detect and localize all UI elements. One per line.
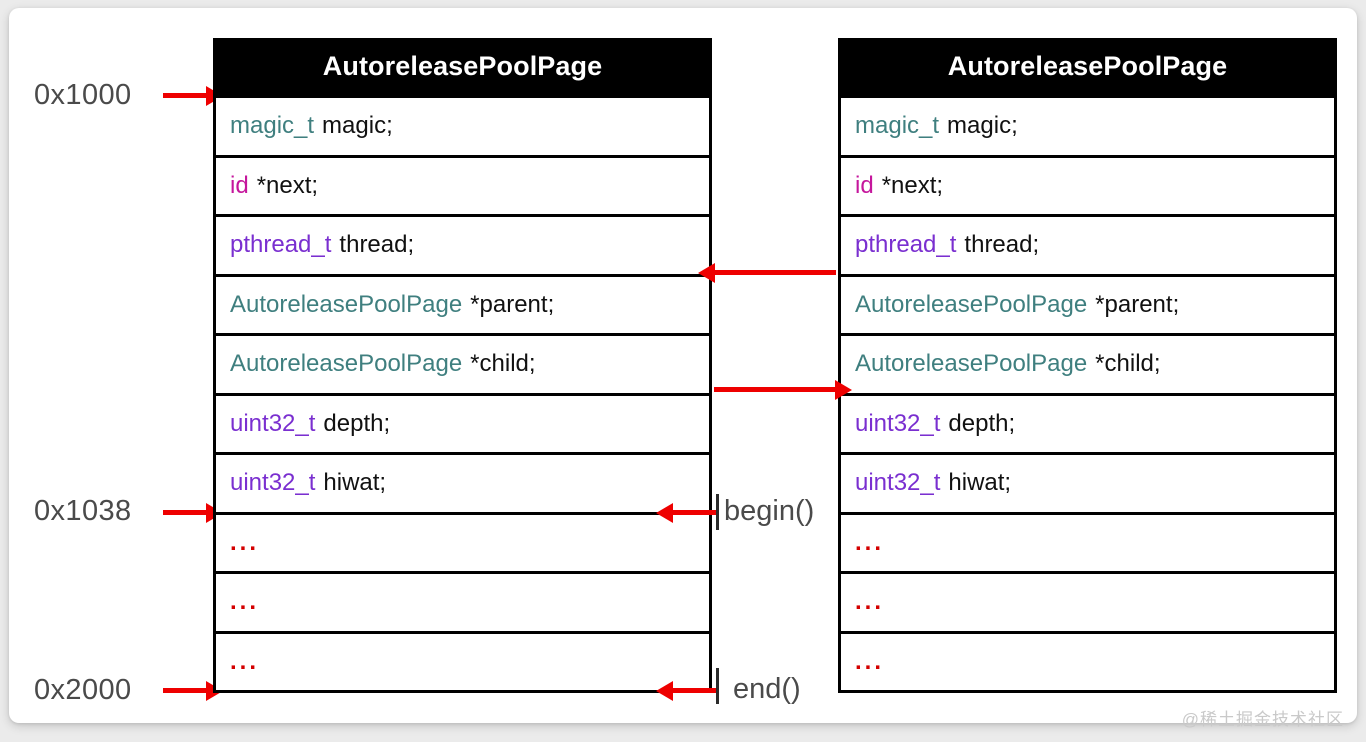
table-row: AutoreleasePoolPage *child; — [216, 333, 709, 393]
arrow-end-icon — [656, 680, 716, 701]
table-row: ... — [841, 511, 1334, 572]
field-ellipsis: ... — [855, 647, 885, 675]
arrow-address-0x2000-icon — [163, 680, 223, 701]
table-row: ... — [216, 571, 709, 631]
end-tick-icon — [716, 668, 719, 704]
field-ellipsis: ... — [230, 588, 260, 616]
field-name: depth; — [948, 409, 1016, 437]
table-row: magic_t magic; — [216, 95, 709, 155]
field-type: AutoreleasePoolPage — [855, 290, 1088, 318]
table-row: uint32_t depth; — [841, 392, 1334, 453]
table-row: ... — [841, 571, 1334, 631]
watermark: @稀土掘金技术社区 — [1181, 710, 1344, 729]
field-type: AutoreleasePoolPage — [230, 290, 463, 318]
field-ellipsis: ... — [855, 588, 885, 616]
address-label-0x1038: 0x1038 — [34, 495, 132, 527]
field-type: uint32_t — [855, 469, 941, 497]
arrow-address-0x1038-icon — [163, 502, 223, 523]
begin-label: begin() — [724, 495, 815, 527]
arrow-parent-link-icon — [698, 262, 836, 283]
field-name: *next; — [256, 171, 319, 199]
field-type: id — [230, 171, 249, 199]
field-ellipsis: ... — [230, 647, 260, 675]
autoreleasepoolpage-table-left: AutoreleasePoolPage magic_t magic; id *n… — [213, 38, 712, 693]
field-type: magic_t — [855, 112, 940, 140]
begin-tick-icon — [716, 494, 719, 530]
field-ellipsis: ... — [230, 528, 260, 556]
field-type: magic_t — [230, 112, 315, 140]
table-row: pthread_t thread; — [841, 214, 1334, 274]
field-type: pthread_t — [855, 231, 957, 259]
table-right-title: AutoreleasePoolPage — [841, 38, 1334, 95]
field-name: *next; — [881, 171, 944, 199]
field-type: AutoreleasePoolPage — [855, 350, 1088, 378]
table-row: AutoreleasePoolPage *child; — [841, 333, 1334, 393]
table-left-title: AutoreleasePoolPage — [216, 38, 709, 95]
field-type: id — [855, 171, 874, 199]
field-name: hiwat; — [948, 469, 1012, 497]
arrow-begin-icon — [656, 502, 716, 523]
table-row: ... — [841, 630, 1334, 691]
field-name: thread; — [964, 231, 1040, 259]
field-type: uint32_t — [230, 469, 316, 497]
field-type: AutoreleasePoolPage — [230, 350, 463, 378]
field-name: *child; — [470, 350, 536, 378]
table-row: AutoreleasePoolPage *parent; — [841, 273, 1334, 334]
table-row: pthread_t thread; — [216, 214, 709, 274]
address-label-0x2000: 0x2000 — [34, 674, 132, 706]
table-row: ... — [216, 630, 709, 691]
field-type: uint32_t — [855, 409, 941, 437]
field-name: hiwat; — [323, 469, 387, 497]
table-row: uint32_t hiwat; — [216, 452, 709, 512]
field-name: thread; — [339, 231, 415, 259]
field-type: uint32_t — [230, 409, 316, 437]
field-name: magic; — [322, 112, 393, 140]
field-name: depth; — [323, 409, 391, 437]
table-row: AutoreleasePoolPage *parent; — [216, 273, 709, 334]
field-name: *child; — [1095, 350, 1161, 378]
field-type: pthread_t — [230, 231, 332, 259]
table-row: uint32_t hiwat; — [841, 452, 1334, 512]
address-label-0x1000: 0x1000 — [34, 79, 132, 111]
arrow-child-link-icon — [714, 379, 852, 400]
arrow-address-0x1000-icon — [163, 85, 223, 106]
field-ellipsis: ... — [855, 528, 885, 556]
field-name: *parent; — [1095, 290, 1180, 318]
table-row: uint32_t depth; — [216, 392, 709, 453]
field-name: magic; — [947, 112, 1018, 140]
table-row: magic_t magic; — [841, 95, 1334, 155]
table-row: ... — [216, 511, 709, 572]
end-label: end() — [733, 673, 801, 705]
autoreleasepoolpage-table-right: AutoreleasePoolPage magic_t magic; id *n… — [838, 38, 1337, 693]
field-name: *parent; — [470, 290, 555, 318]
table-row: id *next; — [216, 154, 709, 215]
table-row: id *next; — [841, 154, 1334, 215]
